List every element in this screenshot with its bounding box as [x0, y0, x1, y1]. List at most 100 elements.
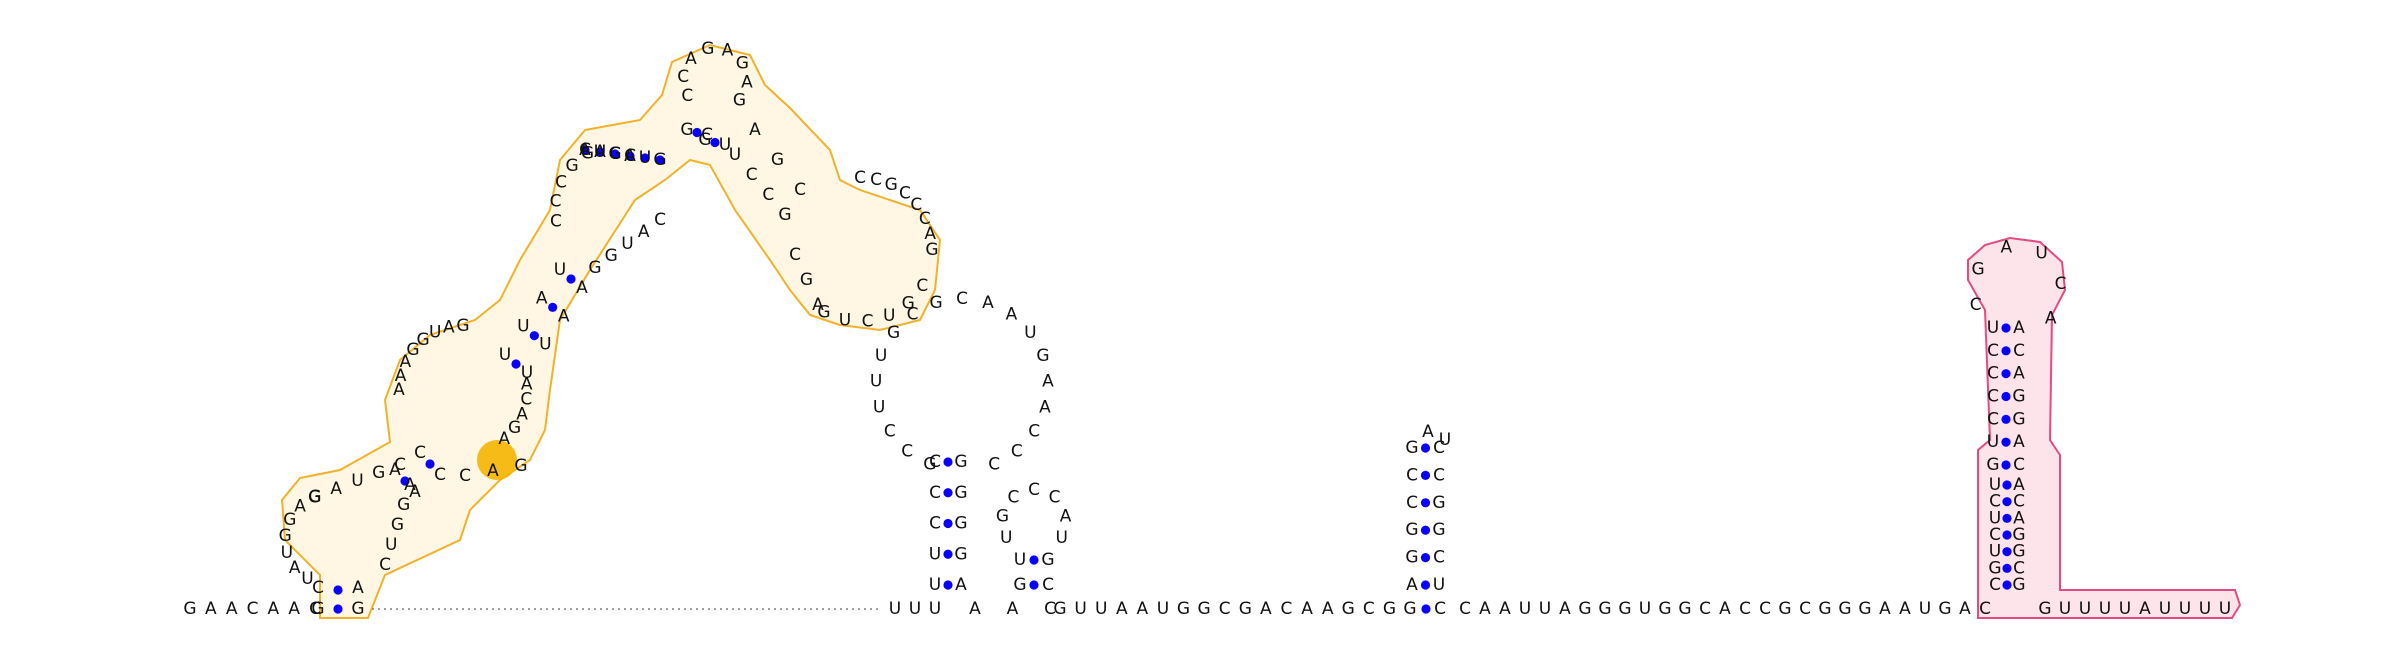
linker-2-nt: C [1459, 599, 1471, 619]
terminator-stem-upper-5p: C [1987, 364, 1999, 384]
base-pair-dot [333, 604, 343, 614]
branch-a-nt: G [817, 302, 830, 322]
terminator-loop-nt: G [1972, 259, 1985, 279]
branch-a-stem2-5p: C [414, 443, 426, 463]
branch-d-loop-nt: U [1439, 430, 1451, 450]
branch-a-stem5-5p: G [698, 130, 711, 150]
linker-1-nt: A [1116, 599, 1128, 619]
branch-a-nt: G [902, 294, 915, 314]
branch-d-nt: C [1434, 599, 1446, 619]
branch-b-stem-3p: G [954, 452, 967, 472]
branch-a-stem3-5p: U [517, 317, 529, 337]
branch-a-nt: C [899, 184, 911, 204]
branch-b-loop-nt: G [887, 323, 900, 343]
branch-a-nt: C [555, 173, 567, 193]
linker-1-nt: U [1074, 599, 1086, 619]
base-pair-dot [2002, 497, 2012, 507]
linker-2-nt: A [1499, 599, 1511, 619]
branch-b-loop-nt: U [870, 372, 882, 392]
branch-c-loop-nt: A [1060, 506, 1072, 526]
branch-a-stem5-3p: U [719, 135, 731, 155]
terminator-stem-upper-5p: U [1987, 432, 1999, 452]
base-pair-dot [1420, 498, 1431, 508]
linker-1-nt: C [1281, 599, 1293, 619]
branch-d-stem-3p: G [1432, 493, 1445, 513]
terminator-stem-lower-3p: A [2013, 508, 2025, 528]
base-pair-dot [1420, 580, 1431, 590]
branch-a-nt: C [762, 185, 774, 205]
branch-a-nt: C [677, 67, 689, 87]
branch-b-stem-5p: C [929, 452, 941, 472]
linker-2-nt: C [1739, 599, 1751, 619]
branch-a-nt: G [508, 418, 521, 438]
branch-a-nt: A [400, 352, 412, 372]
base-pair-dot [1029, 555, 1039, 565]
branch-a-nt: G [417, 330, 430, 350]
terminator-stem-lower-5p: U [1989, 508, 2001, 528]
terminator-stem-lower-5p: C [1989, 492, 2001, 512]
branch-a-nt: U [351, 471, 363, 491]
branch-b-loop-nt: U [875, 346, 887, 366]
linker-2-nt: G [1838, 599, 1851, 619]
branch-a-nt: G [391, 515, 404, 535]
left-tail-nt: A [288, 599, 300, 619]
terminator-stem-lower-3p: G [2012, 525, 2025, 545]
base-pair-dot [595, 147, 605, 157]
branch-b-loop-nt: C [1028, 422, 1040, 442]
branch-b-loop-nt: A [982, 293, 994, 313]
base-pair-dot [2001, 437, 2011, 447]
base-pair-dot [2002, 530, 2012, 540]
base-pair-dot [655, 155, 665, 165]
branch-a-nt: C [919, 209, 931, 229]
base-pair-dot [943, 580, 953, 590]
linker-2-nt: G [1818, 599, 1831, 619]
linker-1-nt: C [1219, 599, 1231, 619]
branch-b-stem-5p: C [929, 514, 941, 534]
branch-b-loop-nt: G [929, 293, 942, 313]
left-tail-nt: A [226, 599, 238, 619]
base-pair-dot [2002, 547, 2012, 557]
branch-a-nt: C [520, 390, 532, 410]
linker-2-nt: U [1539, 599, 1551, 619]
base-pair-dot [333, 585, 343, 595]
base-pair-dot [943, 457, 953, 467]
right-tail-nt: U [2099, 599, 2111, 619]
branch-a-nt: A [722, 41, 734, 61]
terminator-stem-lower-5p: U [1989, 475, 2001, 495]
branch-d-stem-5p: C [1406, 465, 1418, 485]
branch-a-nt: U [281, 543, 293, 563]
linker-2-nt: C [1979, 599, 1991, 619]
branch-a-nt: C [550, 192, 562, 212]
branch-a-nt: U [883, 306, 895, 326]
branch-a-nt: C [379, 555, 391, 575]
base-pair-dot [2002, 513, 2012, 523]
branch-a-nt: C [746, 165, 758, 185]
branch-c-loop-nt: C [1049, 487, 1061, 507]
base-pair-dot [2001, 369, 2011, 379]
branch-a-nt: G [925, 240, 938, 260]
branch-a-nt: U [301, 569, 313, 589]
terminator-stem-upper-3p: C [2013, 455, 2025, 475]
branch-a-nt: G [397, 495, 410, 515]
base-pair-dot [2002, 580, 2012, 590]
branch-a-stem3-3p: U [539, 335, 551, 355]
terminator-stem-upper-5p: G [1986, 455, 1999, 475]
base-pair-dot [529, 331, 539, 341]
branch-d-stem-5p: A [1406, 575, 1418, 595]
branch-a-nt: C [854, 168, 866, 188]
branch-a-nt: A [749, 120, 761, 140]
branch-a-stem4-5p: U [639, 148, 651, 168]
branch-a-stem3-5p: U [554, 260, 566, 280]
branch-a-stem3-5p: U [499, 345, 511, 365]
branch-a-nt: C [394, 455, 406, 475]
branch-a-stem4-5p: A [624, 146, 636, 166]
terminator-stem-lower-3p: A [2013, 475, 2025, 495]
branch-a-stem2-3p: A [409, 482, 421, 502]
branch-a-nt: A [352, 578, 364, 598]
highlight-nt: C [459, 466, 471, 486]
terminator-stem-lower-3p: C [2013, 558, 2025, 578]
linker-1-nt: G [1177, 599, 1190, 619]
branch-a-nt: C [910, 195, 922, 215]
branch-b-loop-nt: C [907, 305, 919, 325]
branch-a-nt: G [372, 463, 385, 483]
